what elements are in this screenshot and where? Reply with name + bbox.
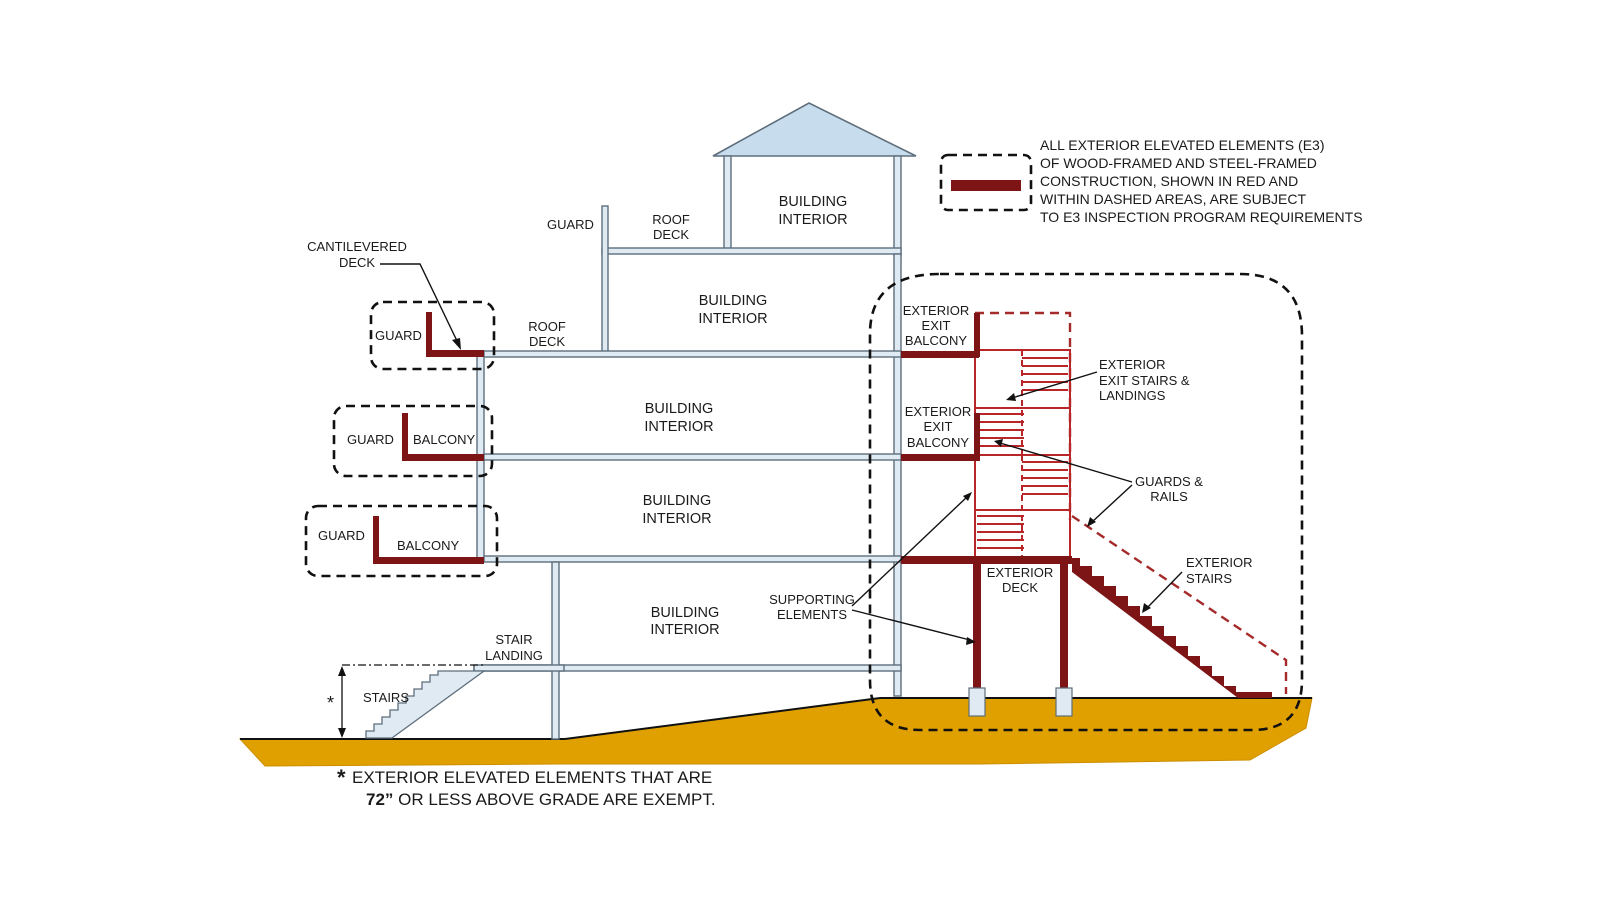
legend-line-4: WITHIN DASHED AREAS, ARE SUBJECT [1040, 191, 1306, 207]
supporting-post-2 [1060, 562, 1068, 690]
roof [712, 102, 917, 157]
footnote-line-1: EXTERIOR ELEVATED ELEMENTS THAT ARE [352, 768, 712, 787]
label-exit-balcony-top-1: EXTERIOR [903, 303, 969, 318]
exit-balcony-top-guard [974, 313, 980, 357]
legend-line-3: CONSTRUCTION, SHOWN IN RED AND [1040, 173, 1298, 189]
label-exit-stairs-1: EXTERIOR [1099, 357, 1165, 372]
label-guard-3: GUARD [318, 528, 365, 543]
label-roof-deck-top-2: DECK [653, 227, 689, 242]
label-exit-stairs-2: EXIT STAIRS & [1099, 373, 1190, 388]
legend-dashed-box [939, 153, 1033, 212]
balcony-3-guard [373, 516, 379, 563]
footnote-star: * [337, 765, 346, 790]
exterior-deck [901, 556, 1072, 564]
legend-red-swatch [951, 180, 1021, 191]
footnote-line-2: 72” OR LESS ABOVE GRADE ARE EXEMPT. [366, 790, 716, 809]
label-ext-stairs-1: EXTERIOR [1186, 555, 1252, 570]
label-ext-stairs-2: STAIRS [1186, 571, 1232, 586]
labels: ALL EXTERIOR ELEVATED ELEMENTS (E3) OF W… [307, 137, 1362, 809]
label-exit-balcony-top-3: BALCONY [905, 333, 967, 348]
label-exit-balcony-mid-3: BALCONY [907, 435, 969, 450]
dashed-zone-cantilevered [369, 300, 496, 371]
label-roof-deck-top-1: ROOF [652, 212, 690, 227]
footing-2 [1055, 687, 1073, 717]
footing-1 [968, 687, 986, 717]
label-exit-stairs-3: LANDINGS [1099, 388, 1166, 403]
left-balconies [373, 312, 484, 564]
label-interior-top-2: INTERIOR [778, 212, 847, 228]
label-guard-2: GUARD [347, 432, 394, 447]
label-stair-landing-1: STAIR [495, 632, 532, 647]
label-ext-deck-2: DECK [1002, 580, 1038, 595]
label-ext-deck-1: EXTERIOR [987, 565, 1053, 580]
balcony-2 [402, 454, 484, 461]
legend [939, 153, 1033, 212]
footnote-72: 72” [366, 790, 393, 809]
label-interior-2-1: BUILDING [643, 493, 712, 509]
label-interior-4-2: INTERIOR [698, 311, 767, 327]
legend-line-5: TO E3 INSPECTION PROGRAM REQUIREMENTS [1040, 209, 1363, 225]
legend-line-2: OF WOOD-FRAMED AND STEEL-FRAMED [1040, 155, 1317, 171]
cantilevered-deck-guard [426, 312, 432, 356]
label-interior-3-2: INTERIOR [644, 419, 713, 435]
label-roof-deck-mid-2: DECK [529, 334, 565, 349]
label-cantilevered-1: CANTILEVERED [307, 239, 407, 254]
label-balcony-2: BALCONY [413, 432, 475, 447]
label-guards-rails-2: RAILS [1150, 489, 1188, 504]
height-dimension [338, 664, 484, 738]
label-exit-balcony-mid-2: EXIT [924, 419, 953, 434]
grade-stairs [365, 670, 486, 739]
balcony-3 [373, 557, 484, 564]
label-interior-3-1: BUILDING [645, 401, 714, 417]
label-interior-4-1: BUILDING [699, 293, 768, 309]
dashed-zone-balcony-2 [332, 404, 494, 478]
exterior-stairs [1072, 558, 1272, 698]
dashed-zone-exterior [868, 272, 1304, 732]
leader-lines [380, 263, 1183, 645]
label-asterisk: * [327, 693, 334, 713]
label-cantilevered-2: DECK [339, 255, 375, 270]
dashed-zone-balcony-3 [304, 504, 499, 578]
label-guard-top: GUARD [547, 217, 594, 232]
legend-line-1: ALL EXTERIOR ELEVATED ELEMENTS (E3) [1040, 137, 1324, 153]
label-interior-2-2: INTERIOR [642, 511, 711, 527]
label-interior-top-1: BUILDING [779, 194, 848, 210]
label-balcony-3: BALCONY [397, 538, 459, 553]
label-supporting-2: ELEMENTS [777, 607, 847, 622]
balcony-2-guard [402, 413, 408, 460]
exterior-exit-structure [901, 311, 1288, 717]
label-roof-deck-mid-1: ROOF [528, 319, 566, 334]
label-exit-balcony-mid-1: EXTERIOR [905, 404, 971, 419]
label-stair-landing-2: LANDING [485, 648, 543, 663]
label-stairs: STAIRS [363, 690, 409, 705]
label-guard-1: GUARD [375, 328, 422, 343]
label-interior-1-2: INTERIOR [650, 622, 719, 638]
label-guards-rails-1: GUARDS & [1135, 474, 1203, 489]
exit-balcony-mid [901, 454, 979, 461]
exit-balcony-top [901, 351, 979, 358]
label-interior-1-1: BUILDING [651, 605, 720, 621]
exit-balcony-mid-guard [974, 413, 980, 461]
supporting-post-1 [973, 562, 981, 690]
label-exit-balcony-top-2: EXIT [922, 318, 951, 333]
label-supporting-1: SUPPORTING [769, 592, 855, 607]
cantilevered-deck [426, 350, 484, 357]
footnote-line-2-rest: OR LESS ABOVE GRADE ARE EXEMPT. [393, 790, 715, 809]
